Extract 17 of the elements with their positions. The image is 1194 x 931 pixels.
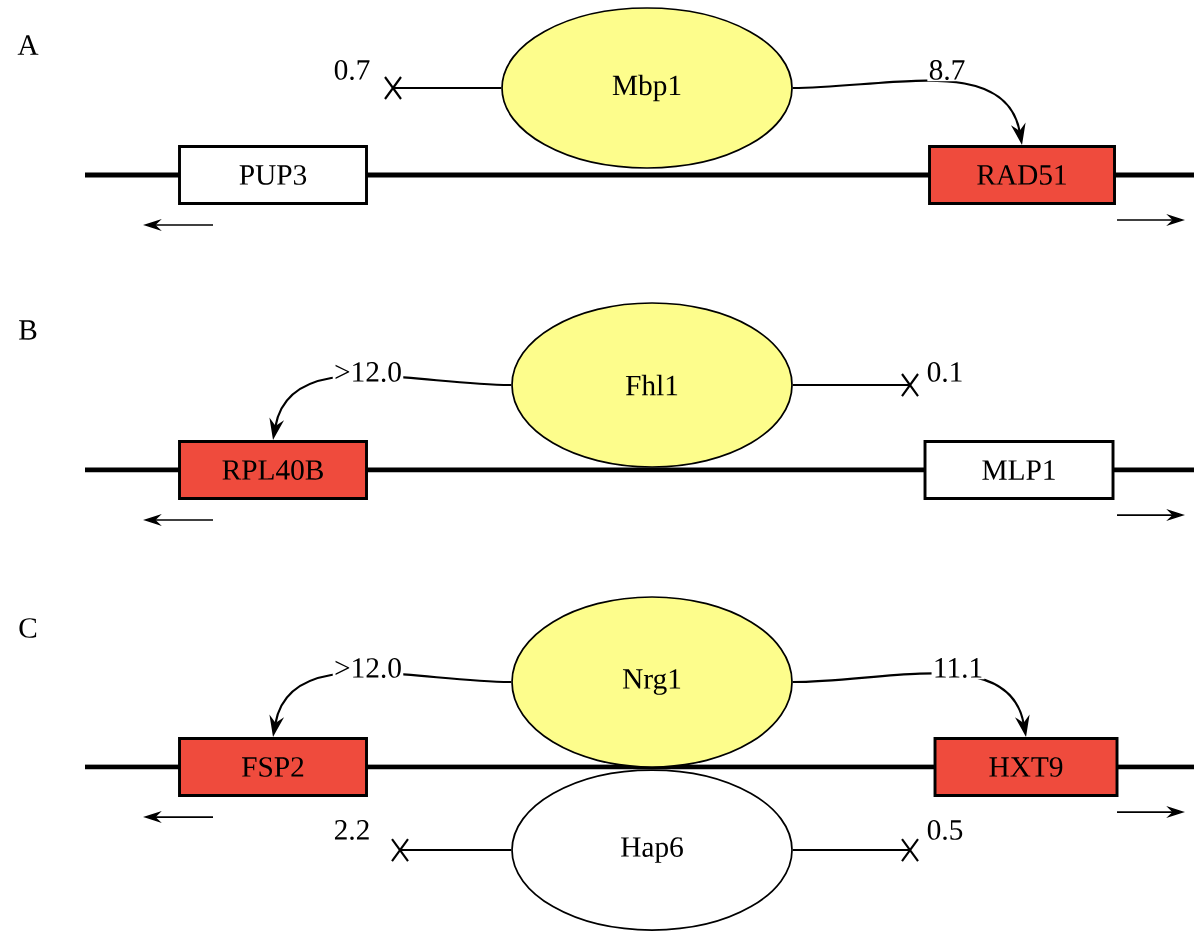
edge-label: 0.7 — [334, 60, 370, 80]
gene-box: HXT9 — [933, 737, 1119, 797]
edge-label: 2.2 — [334, 820, 369, 840]
edge-label: 8.7 — [929, 60, 965, 80]
gene-box: PUP3 — [178, 145, 368, 205]
gene-box: RPL40B — [178, 440, 368, 500]
edge-label: >12.0 — [335, 362, 401, 382]
edge-label: 0.1 — [927, 362, 962, 382]
panel-letter: C — [19, 618, 37, 638]
edge-label: >12.0 — [335, 658, 401, 678]
gene-box: MLP1 — [923, 440, 1115, 500]
gene-box: FSP2 — [178, 737, 368, 797]
panel-letter: A — [17, 35, 39, 55]
edge-label: 0.5 — [927, 820, 963, 840]
edge-label: 11.1 — [935, 658, 982, 678]
gene-box: RAD51 — [928, 145, 1116, 205]
panel-letter: B — [19, 320, 37, 340]
